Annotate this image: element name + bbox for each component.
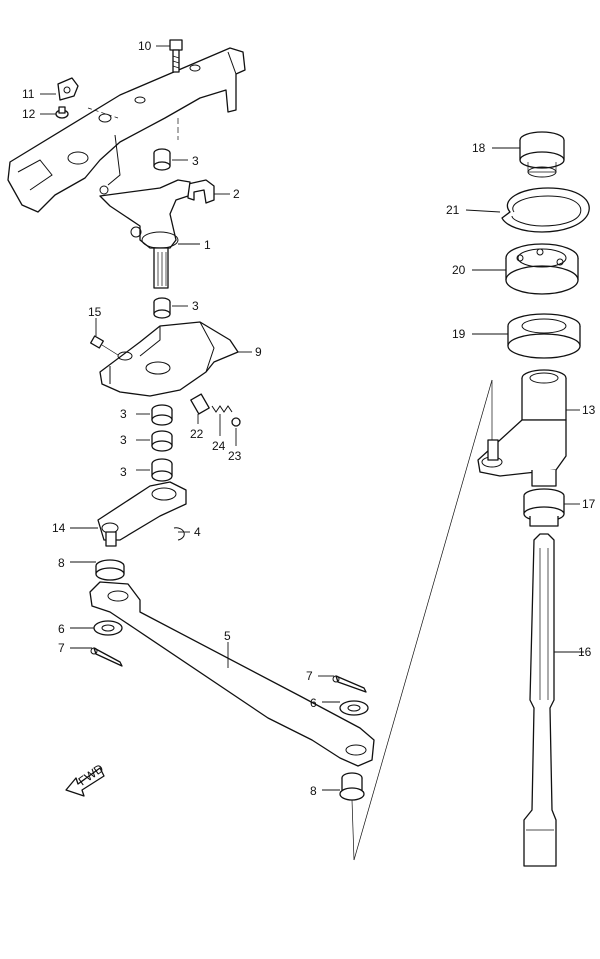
callout-11: 11 [22,87,35,101]
callout-3-d: 3 [120,433,127,447]
callout-20: 20 [452,263,466,277]
rod-5 [89,581,375,767]
bushing-17 [523,488,565,527]
callout-13: 13 [582,403,596,417]
callout-7-a: 7 [58,641,65,655]
callout-3-b: 3 [192,299,199,313]
washer-8-a [95,559,125,581]
callout-4: 4 [194,525,201,539]
callout-8-a: 8 [58,556,65,570]
washer-8-b [339,772,365,801]
callout-24: 24 [212,439,226,453]
clip-11 [57,77,79,101]
callout-3-c: 3 [120,407,127,421]
clip-2 [187,179,215,204]
bushing-3-a [153,148,171,171]
bushing-3-e [151,458,173,482]
circlip-21 [501,187,590,233]
callout-8-b: 8 [310,784,317,798]
callout-15: 15 [88,305,102,319]
bolt-10 [169,39,183,73]
callout-1: 1 [204,238,211,252]
callout-19: 19 [452,327,466,341]
bearing-20 [505,243,579,295]
callout-16: 16 [578,645,592,659]
seal-19 [507,313,581,359]
callout-12: 12 [22,107,36,121]
callout-9: 9 [255,345,262,359]
plug-18 [519,131,565,178]
screw-15 [90,335,119,356]
callout-14: 14 [52,521,66,535]
callout-7-b: 7 [306,669,313,683]
callout-2: 2 [233,187,240,201]
fwd-arrow-icon: FWD [65,761,106,797]
lever-14 [97,481,187,547]
screw-12 [55,106,69,119]
callout-23: 23 [228,449,242,463]
callout-6-b: 6 [310,696,317,710]
clip-4 [173,527,185,541]
pin-22 [190,393,210,415]
shift-housing-9 [99,321,239,397]
spring-24 [211,405,233,413]
sleeve-13 [477,369,567,487]
washer-6-b [339,700,369,716]
callout-17: 17 [582,497,596,511]
bushing-3-c [151,404,173,426]
callout-18: 18 [472,141,486,155]
callout-5: 5 [224,629,231,643]
bushing-3-d [151,430,173,452]
bushing-3-b [153,297,171,319]
callout-10: 10 [138,39,152,53]
callout-21: 21 [446,203,460,217]
shift-bracket [7,47,246,213]
cotter-pin-7-a [90,647,123,667]
cotter-pin-7-b [332,675,367,693]
callout-3-a: 3 [192,154,199,168]
washer-6-a [93,620,123,636]
leader-lines [40,45,584,791]
shift-lever-1 [99,179,191,289]
callout-6-a: 6 [58,622,65,636]
callout-3-e: 3 [120,465,127,479]
shaft-16 [523,533,557,867]
callout-22: 22 [190,427,204,441]
ball-23 [231,417,241,427]
callout-labels: 10 11 12 3 2 1 3 15 9 3 22 24 23 3 3 14 … [22,39,596,798]
